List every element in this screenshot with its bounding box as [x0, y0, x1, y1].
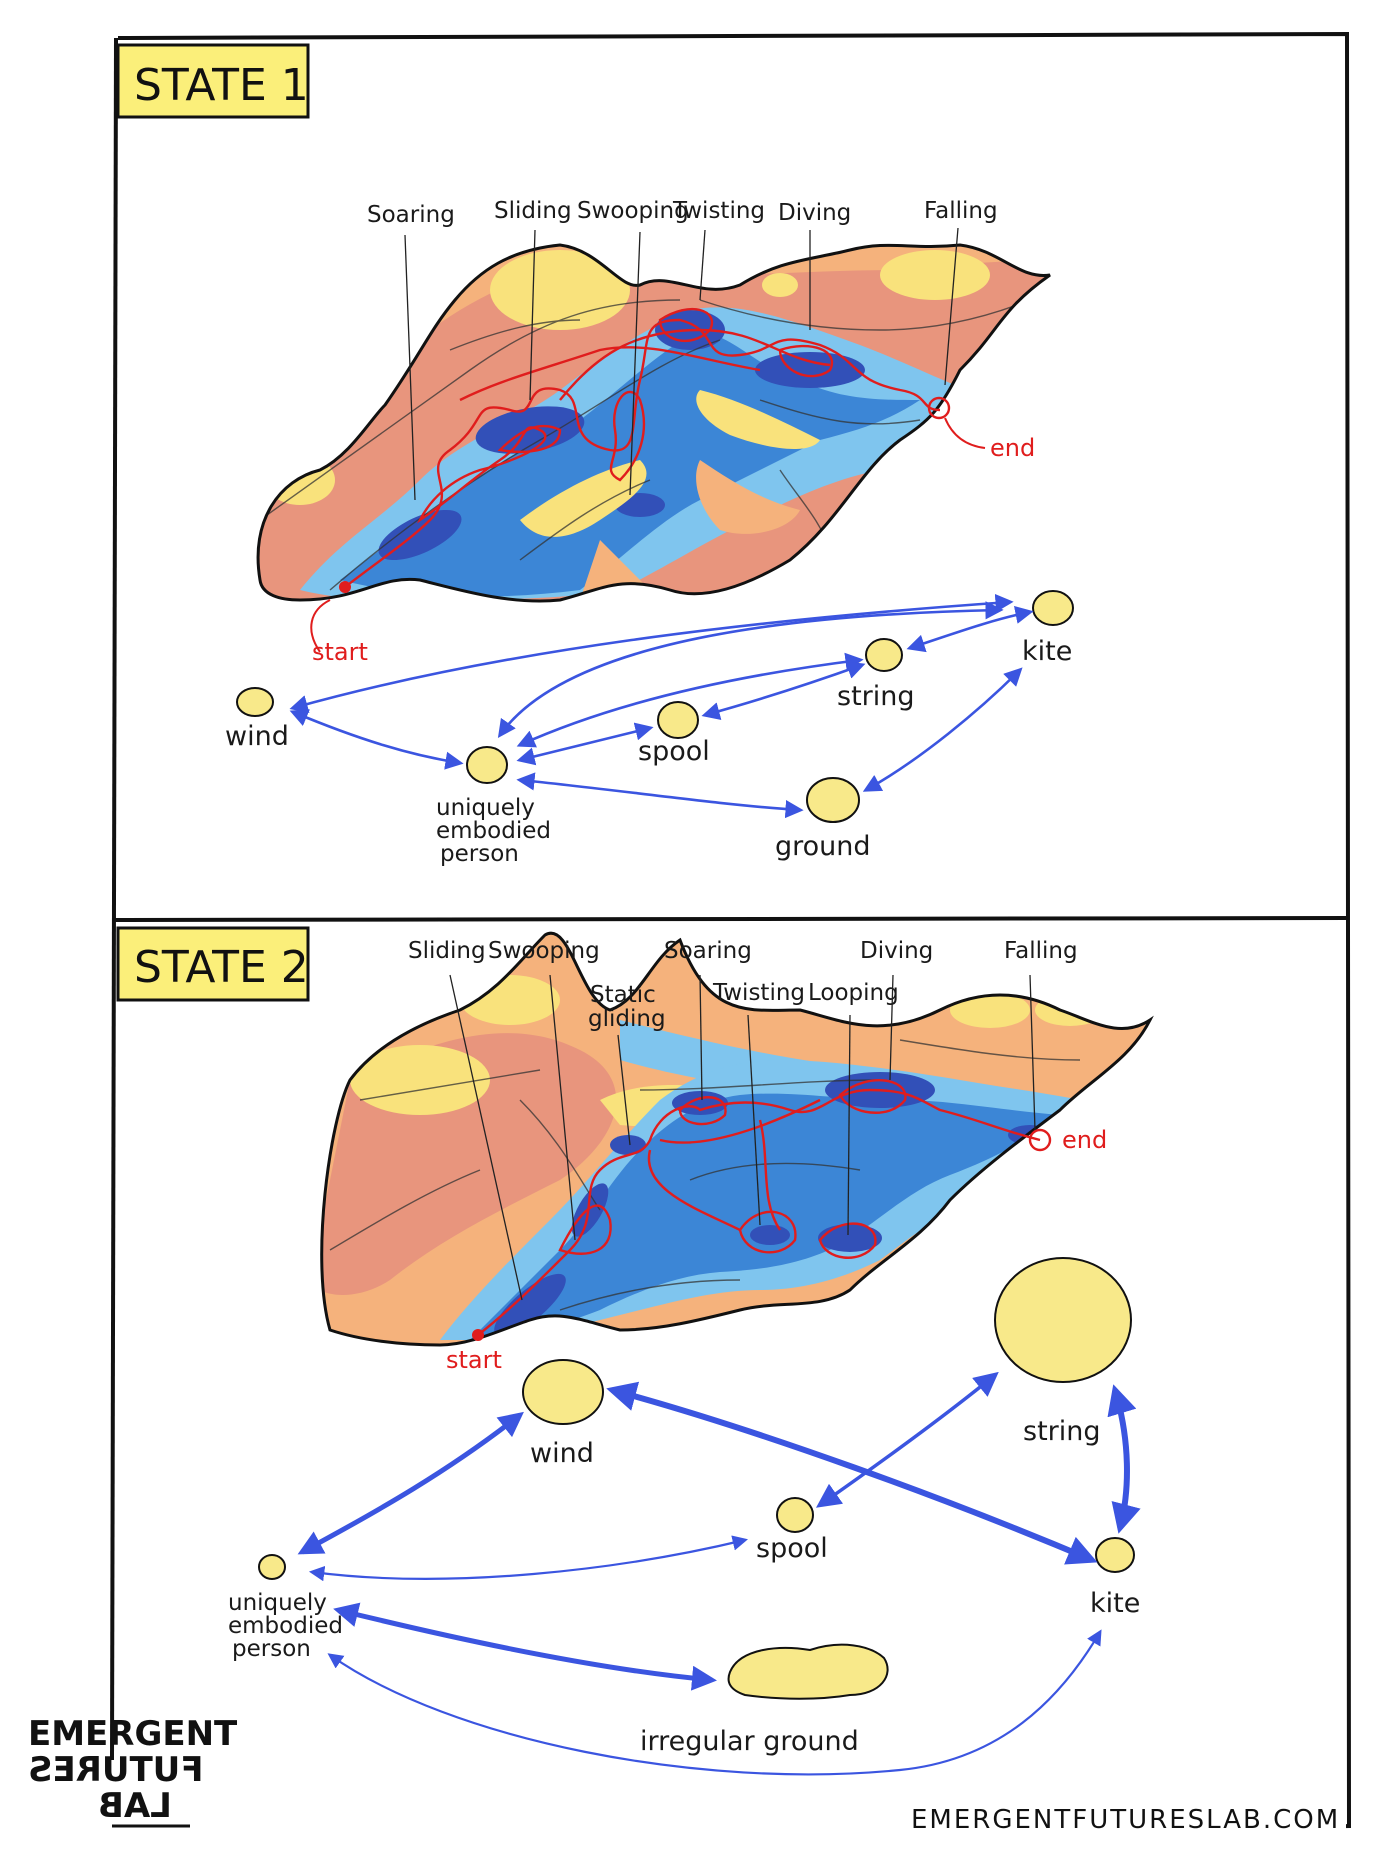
state1-string-label: string [837, 681, 915, 712]
state1-string-node [865, 638, 903, 672]
state1-ground-label: ground [775, 831, 871, 862]
state2-arrows [297, 1371, 1141, 1776]
state2-label-soaring: Soaring [664, 938, 752, 964]
state2-title: STATE 2 [134, 942, 309, 993]
state2-kite-node [1095, 1537, 1135, 1573]
state2-arrow-person-ground [333, 1602, 717, 1691]
state1-title: STATE 1 [134, 60, 309, 111]
state2-label-gliding: gliding [588, 1006, 666, 1032]
state2-arrow-person-spool [308, 1535, 748, 1582]
state1-label-sliding: Sliding [494, 198, 572, 224]
state2-arrow-string-spool [815, 1371, 999, 1508]
state1-start-dot [339, 581, 351, 593]
state2-arrow-person-wind [297, 1411, 524, 1555]
state1-person-label-2: embodied [436, 818, 551, 844]
brand-logo-line1: EMERGENT [28, 1714, 238, 1754]
state2-spool-label: spool [756, 1533, 828, 1564]
state1-wind-node [236, 687, 274, 717]
state2-title-box [116, 926, 310, 1002]
state2-label-sliding: Sliding [408, 938, 486, 964]
state1-landscape [256, 243, 1051, 603]
state2-trajectory [477, 1079, 1052, 1336]
state1-label-soaring: Soaring [367, 202, 455, 228]
state1-arrow-person-spool [516, 722, 654, 766]
state1-label-diving: Diving [778, 200, 851, 226]
state2-arrow-string-kite [1107, 1384, 1141, 1534]
brand-logo-line2: FUTURES [28, 1750, 204, 1790]
state1-label-swooping: Swooping [577, 198, 689, 224]
state1-arrow-string-kite [906, 605, 1034, 653]
state2-label-static: Static [590, 982, 656, 1008]
state2-label-falling: Falling [1004, 938, 1078, 964]
state1-arrow-wind-person [289, 709, 464, 770]
state1-arrow-person-ground [516, 772, 804, 819]
state2-person-node [258, 1554, 286, 1580]
brand-logo-line3: LAB [98, 1786, 172, 1826]
state1-label-twisting: Twisting [672, 198, 765, 224]
state2-movement-labels: Sliding Swooping Static gliding Soaring … [408, 938, 1078, 1301]
state1-title-box [116, 43, 310, 119]
state2-string-label: string [1023, 1416, 1101, 1447]
state2-spool-node [776, 1497, 814, 1533]
state1-arrow-ground-kite [862, 667, 1023, 792]
state2-label-swooping: Swooping [488, 938, 600, 964]
website-url[interactable]: EMERGENTFUTURESLAB.COM [905, 1805, 1347, 1835]
state2-label-looping: Looping [808, 980, 899, 1006]
state1-arrow-person-kite [497, 601, 1004, 738]
state1-arrow-spool-string [701, 661, 866, 720]
state1-label-falling: Falling [924, 198, 998, 224]
state2-ground-node [727, 1643, 889, 1700]
state2-end-label: end [1062, 1126, 1107, 1154]
state1-person-node [466, 746, 508, 784]
state2-person-label-1: uniquely [228, 1590, 327, 1616]
state2-ground-label: irregular ground [640, 1726, 859, 1757]
state1-wind-label: wind [225, 721, 289, 752]
state1-kite-node [1032, 590, 1074, 626]
state1-start-label: start [312, 638, 368, 666]
state1-end-label: end [990, 434, 1035, 462]
state1-panel: STATE 1 [116, 43, 1074, 867]
state2-label-twisting: Twisting [712, 980, 805, 1006]
state1-spool-node [657, 701, 699, 739]
state2-string-node [994, 1257, 1132, 1383]
state2-start-label: start [446, 1346, 502, 1374]
state1-kite-label: kite [1022, 636, 1072, 667]
state2-start-dot [472, 1329, 484, 1341]
state2-kite-label: kite [1090, 1588, 1140, 1619]
state1-arrows [289, 593, 1034, 819]
state1-spool-label: spool [638, 736, 710, 767]
state2-label-diving: Diving [860, 938, 933, 964]
state2-person-label-2: embodied [228, 1613, 343, 1639]
state1-movement-labels: Soaring Sliding Swooping Twisting Diving… [367, 198, 998, 501]
state2-person-label-3: person [232, 1636, 311, 1662]
state2-wind-node [522, 1359, 604, 1425]
state2-arrow-wind-kite [606, 1381, 1098, 1565]
state1-person-label-3: person [440, 841, 519, 867]
state2-arrow-person-kite [327, 1629, 1102, 1776]
state1-trajectory [344, 307, 951, 588]
state2-panel: STATE 2 [116, 926, 1154, 1776]
brand-logo: EMERGENT FUTURES LAB [28, 1714, 238, 1826]
state1-ground-node [806, 777, 860, 823]
state2-wind-label: wind [530, 1438, 594, 1469]
